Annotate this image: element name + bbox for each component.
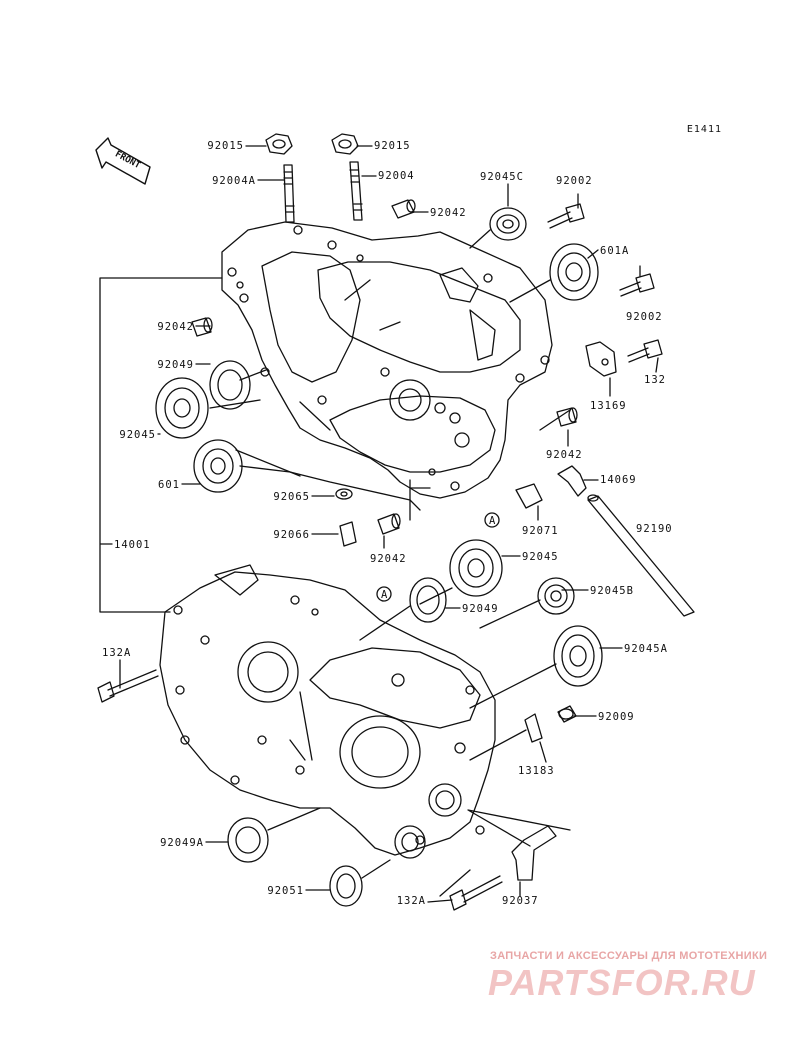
bearing-92045b <box>537 577 575 615</box>
part-label[interactable]: 13183 <box>518 765 555 777</box>
part-label[interactable]: 132A <box>102 647 131 659</box>
part-label[interactable]: 601A <box>600 245 629 257</box>
part-label[interactable]: 92066 <box>273 529 310 541</box>
bolt-92002-top <box>547 203 585 229</box>
lower-crankcase-half <box>159 564 496 856</box>
bracket-13169 <box>585 341 617 377</box>
clamp-13183 <box>524 713 543 743</box>
watermark-logo: PARTSFOR.RU <box>488 962 756 1003</box>
washer-92065 <box>335 488 353 500</box>
part-label[interactable]: 92045C <box>480 171 524 183</box>
part-label[interactable]: 92045 <box>119 429 156 441</box>
part-label[interactable]: 92071 <box>522 525 559 537</box>
part-label[interactable]: 92037 <box>502 895 539 907</box>
diagram-code: E1411 <box>686 124 722 135</box>
pipe-92190 <box>587 494 695 617</box>
dowel-92042-bottom <box>377 513 401 535</box>
oil-seal-92049-lower <box>409 577 447 623</box>
part-label[interactable]: 92004A <box>212 175 256 187</box>
part-label[interactable]: 92015 <box>374 140 411 152</box>
part-label[interactable]: 601 <box>158 479 180 491</box>
callout-a-lower: A <box>381 589 388 601</box>
stud-92004a <box>283 164 295 223</box>
part-label[interactable]: 132 <box>644 374 666 386</box>
part-label[interactable]: 92042 <box>157 321 194 333</box>
oil-seal-lower-center <box>394 825 426 859</box>
bearing-92045a <box>553 625 603 687</box>
bracket-92037 <box>511 825 557 881</box>
plug-92066 <box>339 521 357 547</box>
plug-92071 <box>515 483 543 509</box>
stud-92004 <box>349 161 363 221</box>
part-label[interactable]: 92015 <box>207 140 244 152</box>
part-label[interactable]: 92051 <box>267 885 304 897</box>
part-label[interactable]: 92042 <box>430 207 467 219</box>
part-label[interactable]: 14069 <box>600 474 637 486</box>
part-label[interactable]: 92045B <box>590 585 634 597</box>
part-label[interactable]: 92002 <box>626 311 663 323</box>
bearing-92045-lower <box>449 539 503 597</box>
part-label[interactable]: 92042 <box>546 449 583 461</box>
oil-seal-92049a <box>227 817 269 863</box>
upper-crankcase-half <box>221 221 553 499</box>
part-label[interactable]: 92002 <box>556 175 593 187</box>
dowel-92042-top <box>391 199 416 219</box>
part-labels: 92015 92015 92004A 92004 92045C 92002 92… <box>102 140 673 907</box>
part-label[interactable]: 92004 <box>378 170 415 182</box>
part-label[interactable]: 132A <box>397 895 426 907</box>
callout-a-upper: A <box>489 515 496 527</box>
dowel-92042-left <box>191 317 213 337</box>
dowel-92042-right <box>556 407 578 427</box>
part-label[interactable]: 92190 <box>636 523 673 535</box>
watermark-tagline: ЗАПЧАСТИ И АКСЕССУАРЫ ДЛЯ МОТОТЕХНИКИ <box>490 950 768 962</box>
bolt-132a-left <box>97 669 159 703</box>
part-label[interactable]: 92045 <box>522 551 559 563</box>
part-label[interactable]: 92065 <box>273 491 310 503</box>
part-label[interactable]: 92045A <box>624 643 668 655</box>
part-label[interactable]: 92049A <box>160 837 204 849</box>
bolt-132a-bottom <box>449 875 503 911</box>
bearing-601a <box>549 243 599 301</box>
part-label[interactable]: 92049 <box>462 603 499 615</box>
part-label[interactable]: 14001 <box>114 539 151 551</box>
front-arrow-icon <box>95 137 151 185</box>
part-label[interactable]: 92049 <box>157 359 194 371</box>
nut-92015-right <box>331 133 359 155</box>
oil-seal-92051 <box>329 865 363 907</box>
oil-seal-92049 <box>209 360 251 410</box>
bolt-92009 <box>557 705 577 723</box>
part-label[interactable]: 92009 <box>598 711 635 723</box>
fitting-14069 <box>557 465 587 497</box>
bearing-92045c <box>489 207 527 241</box>
bolt-132 <box>627 339 663 363</box>
part-label[interactable]: 92042 <box>370 553 407 565</box>
part-label[interactable]: 13169 <box>590 400 627 412</box>
bolt-92002-right <box>619 273 655 297</box>
bearing-601 <box>193 439 243 493</box>
bearing-92045 <box>155 377 209 439</box>
nut-92015-left <box>265 133 293 155</box>
